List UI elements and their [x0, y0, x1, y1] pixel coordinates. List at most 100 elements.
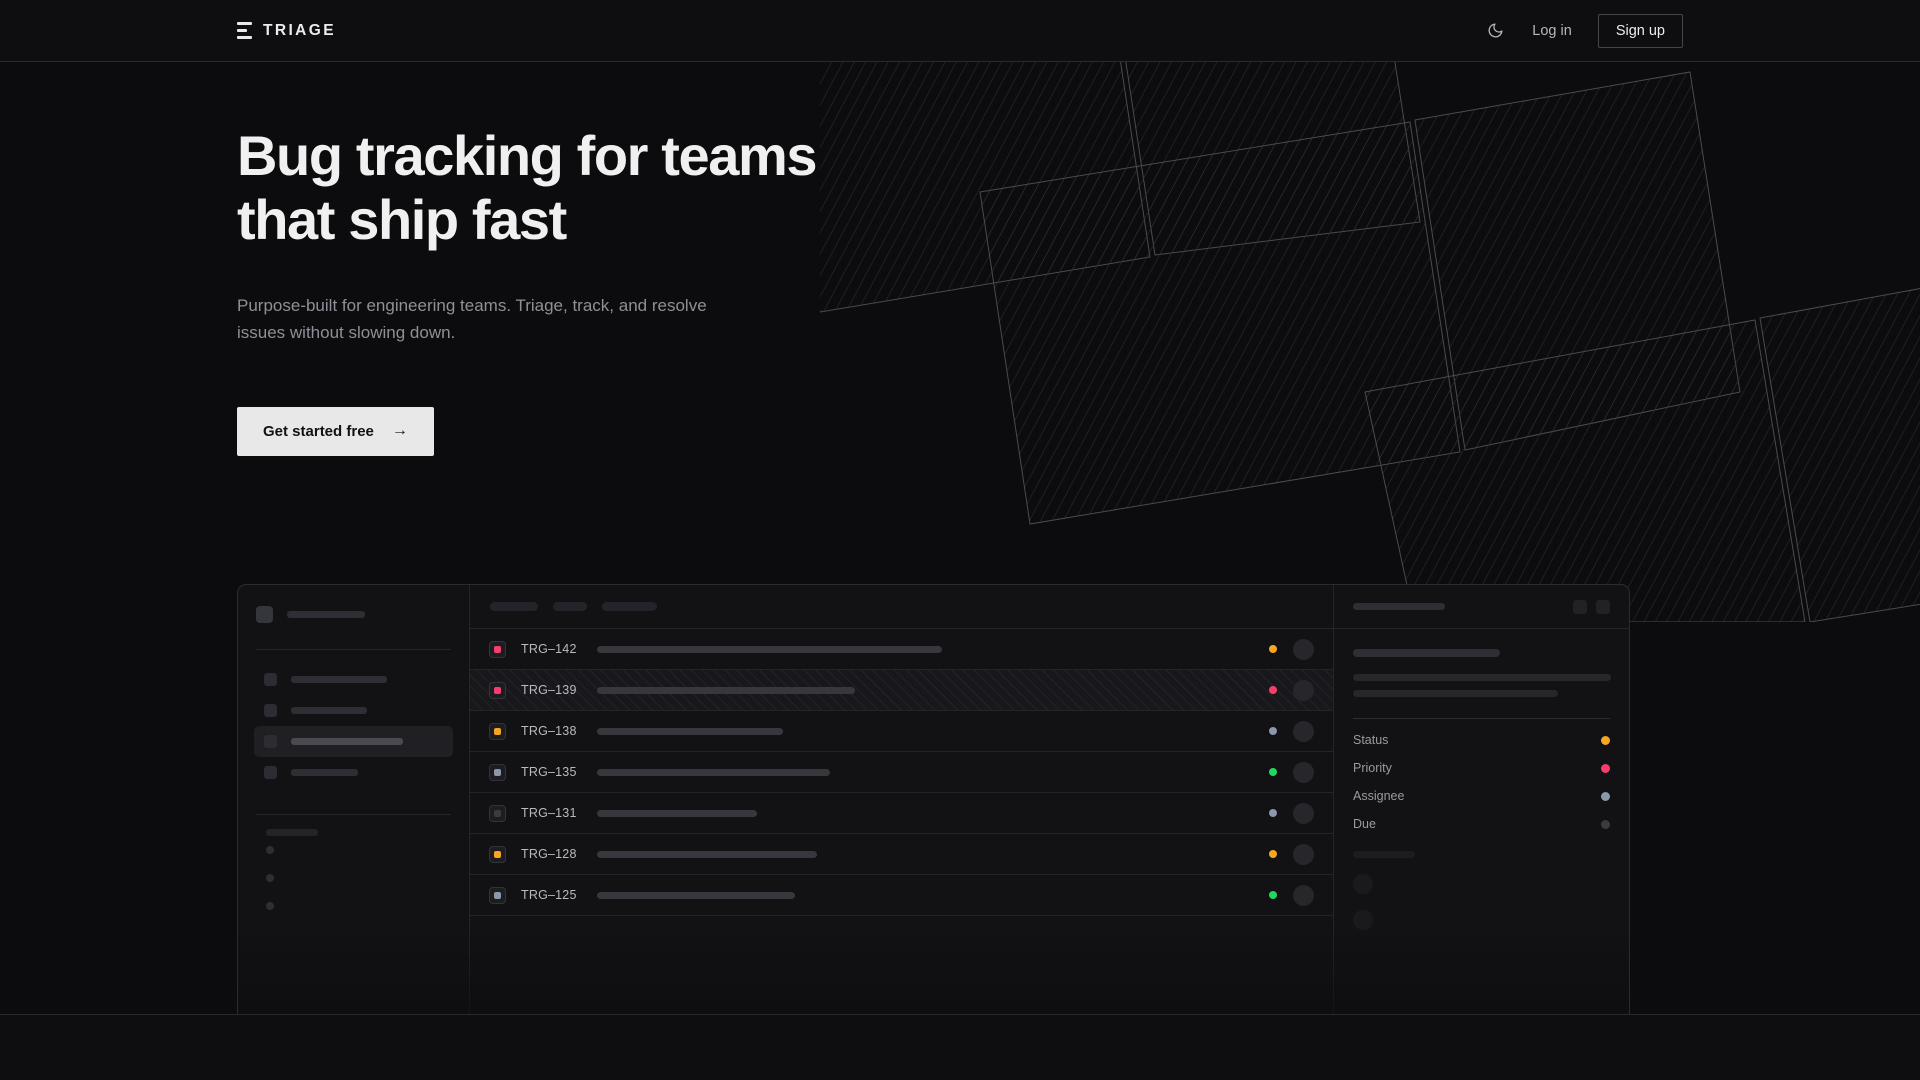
signup-button[interactable]: Sign up — [1597, 13, 1683, 48]
subheading-line-2: resolve issues without slowing down. — [237, 295, 707, 343]
table-row[interactable]: TRG–142 — [470, 629, 1333, 670]
issue-list-toolbar — [470, 585, 1333, 629]
sidebar-item-icon — [264, 766, 277, 779]
meta-field-assignee[interactable]: Assignee — [1353, 775, 1610, 803]
headline-line-2: that ship fast — [237, 187, 567, 251]
priority-indicator-icon — [489, 763, 506, 781]
detail-header-actions — [1573, 599, 1610, 614]
issue-row-meta — [1269, 679, 1314, 701]
sidebar-item-label — [291, 769, 358, 776]
table-row[interactable]: TRG–125 — [470, 875, 1333, 916]
status-badge — [1269, 850, 1277, 858]
detail-panel-header — [1334, 585, 1629, 629]
detail-description-line-0 — [1353, 674, 1611, 681]
issue-title-placeholder — [597, 850, 817, 858]
issue-row-meta — [1269, 884, 1314, 906]
get-started-label: Get started free — [263, 422, 374, 440]
avatar — [1293, 638, 1314, 660]
page-footer — [0, 1015, 1920, 1079]
table-row[interactable]: TRG–139 — [470, 670, 1333, 711]
issue-row-meta — [1269, 802, 1314, 824]
avatar — [1293, 720, 1314, 742]
meta-field-value-dot — [1601, 819, 1610, 829]
subheading-line-1: Purpose-built for engineering teams. Tri… — [237, 295, 648, 315]
sidebar-sub-item-2[interactable] — [254, 892, 453, 920]
table-row[interactable]: TRG–128 — [470, 834, 1333, 875]
priority-indicator-icon — [489, 886, 506, 904]
meta-field-label: Due — [1353, 817, 1376, 831]
brand-name: TRIAGE — [263, 21, 336, 39]
avatar — [1293, 802, 1314, 824]
detail-comments-section — [1353, 831, 1610, 930]
archive-button[interactable] — [1573, 599, 1587, 614]
avatar — [1293, 761, 1314, 783]
sidebar-sub-dot-icon — [266, 846, 274, 854]
sidebar-sub-dot-icon — [266, 874, 274, 882]
meta-field-value-dot — [1601, 791, 1610, 801]
more-options-button[interactable] — [1596, 599, 1610, 614]
sidebar-item-1[interactable] — [254, 695, 453, 726]
meta-field-value-dot — [1601, 735, 1610, 745]
sidebar-item-label — [291, 738, 403, 745]
avatar — [1353, 910, 1373, 930]
sidebar-section-label — [254, 815, 453, 836]
sidebar-divider-bottom — [256, 814, 451, 815]
navbar-actions: Log in Sign up — [1484, 13, 1683, 48]
sidebar-item-icon — [264, 673, 277, 686]
login-link[interactable]: Log in — [1532, 22, 1572, 39]
status-badge — [1269, 809, 1277, 817]
issue-title-placeholder — [597, 768, 830, 776]
theme-toggle-button[interactable] — [1484, 20, 1506, 42]
issue-row-meta — [1269, 761, 1314, 783]
navbar-inner: TRIAGE Log in Sign up — [0, 13, 1920, 48]
comment-item — [1353, 894, 1610, 930]
meta-field-label: Assignee — [1353, 789, 1405, 803]
sidebar-item-0[interactable] — [254, 664, 453, 695]
sidebar-item-label — [291, 676, 387, 683]
sidebar-sub-item-0[interactable] — [254, 836, 453, 864]
issue-id: TRG–125 — [521, 888, 577, 902]
issue-id: TRG–138 — [521, 724, 577, 738]
issue-title-placeholder — [597, 727, 783, 735]
toolbar-filter-chip-0[interactable] — [490, 602, 538, 611]
hero-section: Bug tracking for teams that ship fast Pu… — [0, 62, 1920, 1015]
sidebar-sub-item-1[interactable] — [254, 864, 453, 892]
toolbar-filter-chip-2[interactable] — [602, 602, 657, 611]
avatar — [1293, 843, 1314, 865]
priority-indicator-icon — [489, 722, 506, 740]
toolbar-filter-chip-1[interactable] — [553, 602, 587, 611]
brand-logo[interactable]: TRIAGE — [237, 22, 336, 40]
table-row[interactable]: TRG–131 — [470, 793, 1333, 834]
meta-field-status[interactable]: Status — [1353, 719, 1610, 747]
meta-field-priority[interactable]: Priority — [1353, 747, 1610, 775]
mockup-workspace-header[interactable] — [254, 602, 453, 623]
sidebar-item-2[interactable] — [254, 726, 453, 757]
table-row[interactable]: TRG–135 — [470, 752, 1333, 793]
detail-description-placeholders — [1353, 657, 1611, 697]
sidebar-sub-items — [254, 836, 453, 920]
table-row[interactable]: TRG–138 — [470, 711, 1333, 752]
priority-indicator-icon — [489, 640, 506, 658]
sidebar-item-3[interactable] — [254, 757, 453, 788]
page-title: Bug tracking for teams that ship fast — [237, 124, 997, 252]
get-started-button[interactable]: Get started free → — [237, 406, 434, 456]
comments-label-placeholder — [1353, 851, 1415, 858]
workspace-avatar-icon — [256, 606, 273, 623]
sidebar-item-icon — [264, 735, 277, 748]
status-badge — [1269, 686, 1277, 694]
issue-id: TRG–128 — [521, 847, 577, 861]
detail-summary-placeholder — [1353, 649, 1500, 657]
moon-icon — [1488, 23, 1503, 38]
meta-field-due[interactable]: Due — [1353, 803, 1610, 831]
sidebar-sub-dot-icon — [266, 902, 274, 910]
issue-row-meta — [1269, 843, 1314, 865]
priority-indicator-icon — [489, 845, 506, 863]
issue-id: TRG–139 — [521, 683, 577, 697]
issue-row-meta — [1269, 638, 1314, 660]
issue-row-meta — [1269, 720, 1314, 742]
